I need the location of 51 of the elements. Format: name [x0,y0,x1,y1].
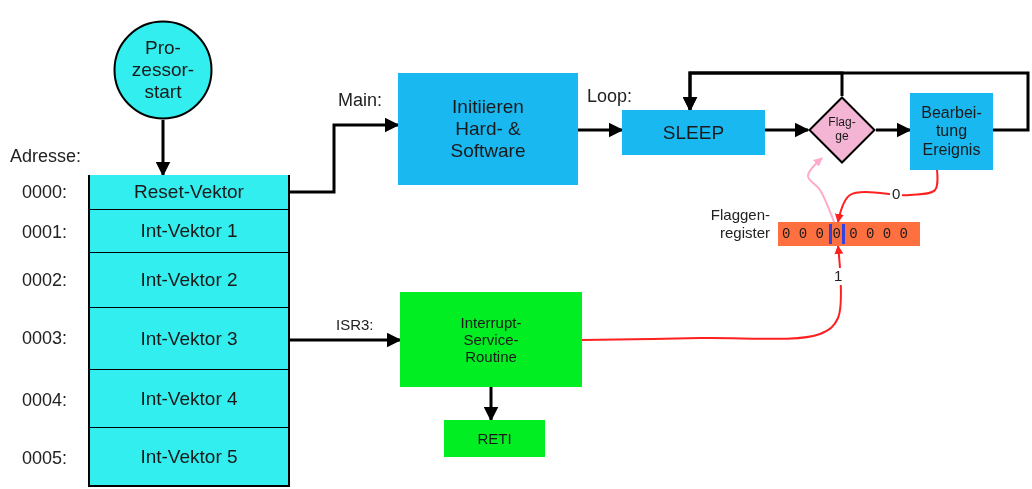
decision-diamond [808,96,876,164]
node-text: Interrupt- Service- Routine [459,313,523,366]
vector-table-row [88,308,290,371]
arrow [807,157,835,223]
start-circle [113,20,213,120]
vector-table-row [88,175,290,211]
node-text: Int-Vektor 1 [140,220,238,242]
entry-label: ISR3: [336,316,374,333]
node-text: Int-Vektor 3 [140,327,238,350]
vector-table-row [88,253,290,309]
node-text: Reset-Vektor [134,181,244,203]
arrow [876,122,912,138]
address-label: 0001: [22,222,68,243]
arrow [581,245,844,341]
arrow [290,332,402,348]
vector-table-row [88,370,290,429]
entry-label: Main: [338,90,382,111]
node-text: Int-Vektor 2 [140,269,238,291]
node-text: SLEEP [662,121,725,144]
register-caption: Flaggen- register [709,206,770,242]
register-bar [778,222,920,246]
vector-table-row [88,428,290,487]
node-text: Flag- ge [827,116,857,144]
vector-table-row [88,210,290,254]
arrow [290,117,400,194]
process-box [398,73,578,185]
arrow [835,169,939,223]
process-box [910,93,993,170]
node-text: RETI [477,429,512,448]
arrow [483,387,499,422]
arrow [682,71,844,112]
process-box [444,420,545,457]
address-label: 0003: [22,328,68,349]
node-text: Int-Vektor 5 [140,445,238,468]
arrow [578,122,624,138]
arrow [765,122,810,138]
process-box [400,292,582,387]
address-label: 0002: [22,270,68,291]
node-text: Pro- zessor- start [130,37,196,103]
address-label: 0005: [22,448,68,469]
node-text: Initiieren Hard- & Software [449,96,527,162]
process-box [622,110,765,155]
address-label: 0004: [22,390,68,411]
address-label: 0000: [22,182,68,203]
register-bits: 0 0 0 0 0 0 0 0 [782,225,909,243]
arrow [155,120,171,177]
column-heading: Adresse: [10,146,82,167]
node-text: Int-Vektor 4 [140,387,238,410]
edge-label: 1 [832,268,845,285]
node-text: Bearbei- tung Ereignis [920,103,983,160]
entry-label: Loop: [587,86,633,107]
